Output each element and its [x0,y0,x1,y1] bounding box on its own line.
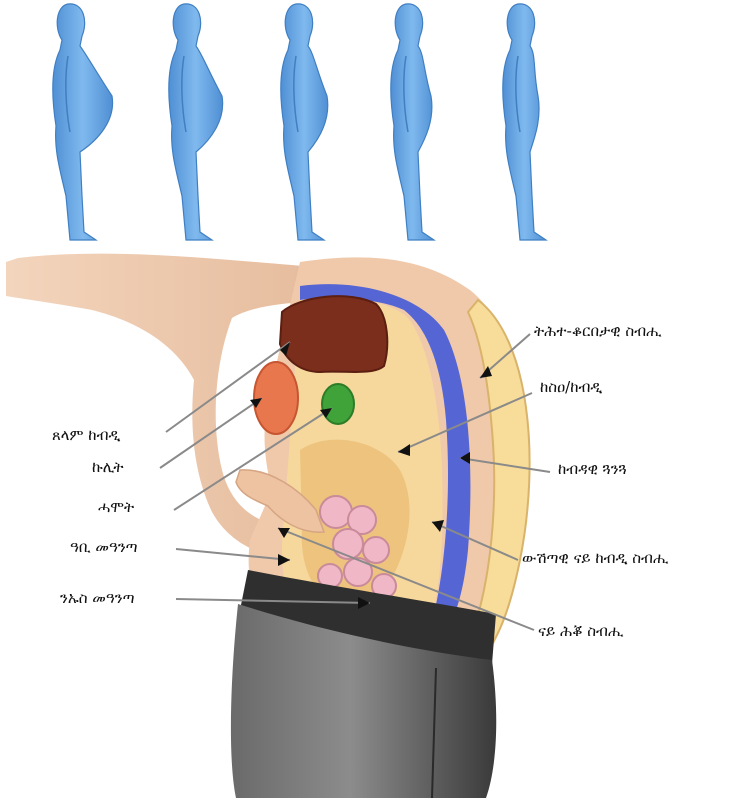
silhouette-body [391,4,434,240]
label-gallbladder: ሓሞት [98,498,134,516]
body-silhouette-medium [281,4,328,240]
label-large-intestine: ዓቢ መዓንጣ [70,538,138,556]
label-abdominal-muscle: ከብዳዊ ጓንጓ [558,460,627,478]
silhouette-body [503,4,546,240]
label-liver-fat: ከስዐ/ከብዲ [540,378,602,396]
liver [280,296,387,372]
label-liver: ጸላም ከብዲ [52,426,120,444]
body-silhouette-lighter [391,4,434,240]
body-silhouettes [53,4,546,240]
label-back-fat: ናይ ሕቖ ስብሒ [538,622,623,640]
silhouette-body [281,4,328,240]
label-subcutaneous-fat: ትሕተ-ቆርበታዊ ስብሒ [534,322,662,340]
body-silhouette-heavy [169,4,223,240]
silhouette-body [169,4,223,240]
body-silhouette-heaviest [53,4,113,240]
silhouette-body [53,4,113,240]
abdomen-cross-section [6,254,530,798]
body-silhouette-slim [503,4,546,240]
gallbladder [322,384,354,424]
label-small-intestine: ንኡስ መዓንጣ [60,589,134,607]
label-kidney: ኩሊት [92,458,124,476]
label-visceral-fat: ውሽጣዊ ናይ ከብዲ ስብሒ [522,549,669,567]
